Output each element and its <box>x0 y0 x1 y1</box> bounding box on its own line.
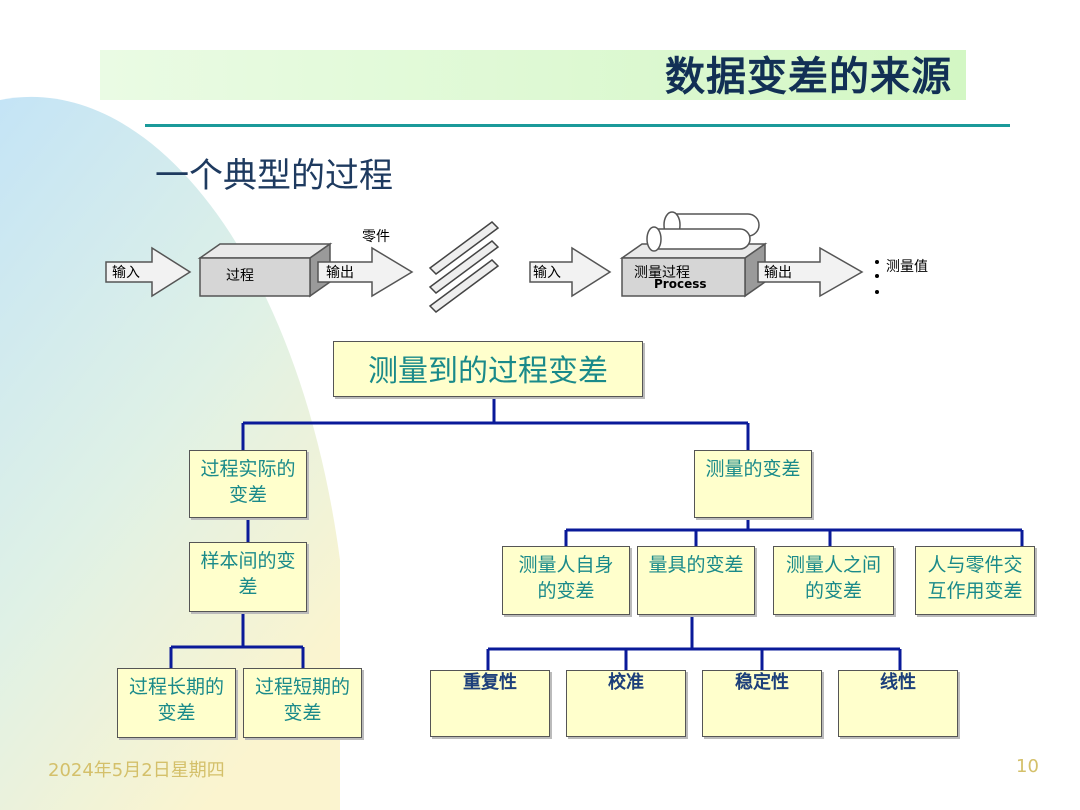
background-arc <box>0 96 340 810</box>
node-linearity: 线性 <box>838 670 958 737</box>
node-appraiser-variation: 测量人自身 的变差 <box>502 546 630 615</box>
node-actual-process-variation: 过程实际的 变差 <box>189 450 307 518</box>
node-label-line: 重复性 <box>463 672 517 693</box>
measure-box-front <box>621 257 746 297</box>
node-repeatability: 重复性 <box>430 670 550 737</box>
title-bar <box>100 50 966 100</box>
node-stability: 稳定性 <box>702 670 822 737</box>
output-arrow-right <box>757 246 864 298</box>
measured-value-label: 测量值 <box>886 259 928 275</box>
node-sample-variation: 样本间的变 差 <box>189 542 307 612</box>
node-label-line: 变差 <box>283 701 322 724</box>
node-label-line: 稳定性 <box>735 672 789 693</box>
title-divider <box>145 124 1010 127</box>
measure-process-label: 测量过程 <box>634 265 690 281</box>
node-label-line: 量具的变差 <box>648 554 744 576</box>
node-label-line: 差 <box>238 575 258 598</box>
node-label-line: 过程长期的 <box>128 676 224 698</box>
node-label-line: 线性 <box>880 672 916 693</box>
output-label-right: 输出 <box>764 265 792 281</box>
node-label-line: 样本间的变 <box>200 550 296 572</box>
node-label-line: 变差 <box>157 701 196 724</box>
input-arrow-right <box>529 246 612 298</box>
process-box-front <box>199 257 311 297</box>
page-number: 10 <box>1016 756 1039 777</box>
node-label-line: 互作用变差 <box>927 579 1023 602</box>
node-label-line: 测量人之间 <box>785 554 881 576</box>
node-label-line: 变差 <box>228 483 267 506</box>
node-interaction-variation: 人与零件交 互作用变差 <box>915 546 1035 615</box>
process-label: 过程 <box>226 268 254 284</box>
node-long-term-variation: 过程长期的 变差 <box>117 668 236 738</box>
node-label-line: 测量人自身 <box>518 554 614 576</box>
parts-icon <box>428 221 500 313</box>
input-arrow-left <box>105 246 192 298</box>
output-arrow-left <box>317 246 414 298</box>
page-title: 数据变差的来源 <box>665 54 952 100</box>
gauge-icon <box>646 211 760 252</box>
node-measurement-variation: 测量的变差 <box>694 450 812 518</box>
input-label-right: 输入 <box>533 265 561 281</box>
measure-process-en-label: Process <box>654 277 707 291</box>
node-gauge-variation: 量具的变差 <box>637 546 755 615</box>
node-label-line: 的变差 <box>537 579 595 602</box>
parts-label: 零件 <box>362 229 390 245</box>
output-label-left: 输出 <box>326 265 354 281</box>
measured-value-dots <box>875 260 879 294</box>
node-between-appraisers-variation: 测量人之间 的变差 <box>773 546 894 615</box>
node-label-line: 校准 <box>608 672 644 693</box>
node-label-line: 过程短期的 <box>254 676 350 698</box>
node-label-line: 测量的变差 <box>705 458 801 480</box>
input-label-left: 输入 <box>112 265 140 281</box>
subtitle: 一个典型的过程 <box>155 156 393 196</box>
node-label-line: 过程实际的 <box>200 458 296 480</box>
node-label-line: 的变差 <box>804 579 862 602</box>
footer-date: 2024年5月2日星期四 <box>48 760 225 781</box>
root-node-measured-process-variation: 测量到的过程变差 <box>333 341 643 397</box>
node-label-line: 人与零件交 <box>927 554 1023 576</box>
node-short-term-variation: 过程短期的 变差 <box>243 668 362 738</box>
root-node-label: 测量到的过程变差 <box>368 354 608 389</box>
node-calibration: 校准 <box>566 670 686 737</box>
